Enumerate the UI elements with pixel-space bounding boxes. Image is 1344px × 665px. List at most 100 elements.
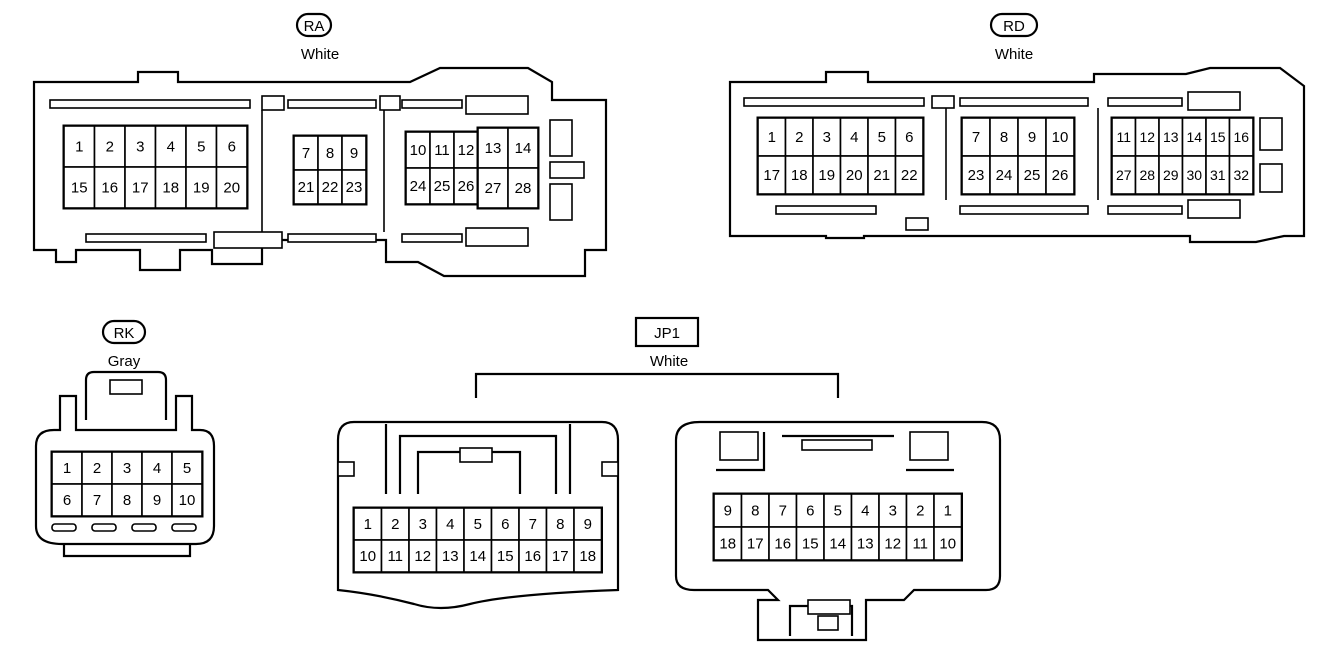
jp1-right-pin-label: 14	[829, 536, 846, 553]
rd-pin-cell	[894, 155, 924, 195]
jp1-left-pin-cell	[380, 539, 410, 573]
rk-pin-label: 9	[153, 492, 161, 509]
jp1-left-pin-label: 1	[364, 516, 372, 533]
jp1-left-pin-label: 10	[359, 548, 376, 565]
jp1-left-pin-cell	[353, 539, 383, 573]
rd-pin-cell	[1045, 155, 1075, 195]
rk-pin-cell	[81, 483, 113, 517]
jp1-right-pin-cell	[905, 526, 935, 561]
ra-pin-cell	[429, 131, 455, 169]
ra-pin-cell	[93, 166, 126, 209]
ra-pin-cell	[429, 167, 455, 205]
jp1-left-pin-label: 14	[469, 548, 486, 565]
rd-pin-label: 13	[1163, 129, 1179, 145]
rd-pin-cell	[894, 117, 924, 157]
rd-pin-cell	[1228, 155, 1254, 195]
ra-pin-label: 5	[197, 139, 205, 156]
ra-pin-cell	[63, 166, 96, 209]
ra-pin-label: 4	[167, 139, 175, 156]
ra-pin-label: 22	[322, 179, 339, 196]
rd-pin-label: 24	[996, 167, 1013, 184]
jp1-right-pin-label: 9	[724, 503, 732, 520]
ra-pin-cell	[124, 166, 157, 209]
ra-pin-label: 21	[298, 179, 315, 196]
rd-pin-label: 30	[1186, 167, 1202, 183]
jp1-right-pin-label: 17	[747, 536, 764, 553]
ra-pin-cell	[215, 166, 248, 209]
rd-pin-label: 2	[795, 129, 803, 146]
jp1-left-pin-cell	[463, 539, 493, 573]
jp1-left-pin-cell	[573, 507, 603, 541]
rd-pin-label: 23	[968, 167, 985, 184]
jp1-right-pin-label: 7	[779, 503, 787, 520]
rd-pin-label: 7	[972, 129, 980, 146]
jp1-left-pin-label: 8	[556, 516, 564, 533]
rk-pin-cell	[141, 483, 173, 517]
rd-pin-label: 11	[1116, 129, 1131, 145]
rk-pin-label: 10	[179, 492, 196, 509]
ra-pin-label: 7	[302, 145, 310, 162]
rd-pin-label: 16	[1233, 129, 1249, 145]
ra-pin-label: 6	[228, 139, 236, 156]
jp1-left-pin-label: 12	[414, 548, 431, 565]
rd-pin-cell	[867, 155, 897, 195]
jp1-left-pin-label: 5	[474, 516, 482, 533]
ra-pin-cell	[154, 166, 187, 209]
rd-pin-label: 3	[823, 129, 831, 146]
jp1-left-pin-label: 3	[419, 516, 427, 533]
rd-pin-label: 14	[1186, 129, 1202, 145]
rd-pin-label: 5	[878, 129, 886, 146]
rk-pin-cell	[171, 451, 203, 485]
rk-pin-label: 3	[123, 460, 131, 477]
jp1-left-pin-cell	[408, 539, 438, 573]
jp1-color-label: White	[650, 353, 688, 370]
rk-pin-label: 8	[123, 492, 131, 509]
ra-pin-cell	[453, 167, 479, 205]
ra-pin-label: 9	[350, 145, 358, 162]
ra-pin-cell	[453, 131, 479, 169]
ra-pin-label: 24	[410, 178, 427, 195]
rk-pin-label: 1	[63, 460, 71, 477]
ra-color-label: White	[301, 46, 339, 63]
jp1-right-pin-label: 15	[802, 536, 819, 553]
jp1-right-pin-cell	[740, 526, 770, 561]
rd-pin-cell	[989, 155, 1019, 195]
rd-pin-label: 4	[850, 129, 858, 146]
rd-pin-label: 22	[901, 167, 918, 184]
ra-pin-cell	[215, 125, 248, 168]
rd-pin-label: 9	[1028, 129, 1036, 146]
rk-pin-label: 7	[93, 492, 101, 509]
ra-pin-cell	[185, 166, 218, 209]
jp1-right-pin-cell	[933, 526, 963, 561]
jp1-left-pin-label: 11	[387, 548, 403, 565]
rd-pin-label: 21	[873, 167, 890, 184]
ra-pin-label: 11	[434, 142, 450, 159]
ra-pin-cell	[341, 169, 367, 205]
ra-pin-label: 26	[458, 178, 475, 195]
rd-pin-label: 12	[1139, 129, 1155, 145]
rd-pin-label: 27	[1116, 167, 1132, 183]
ra-pin-label: 19	[193, 180, 210, 197]
ra-pin-label: 18	[162, 180, 179, 197]
jp1-left-pin-cell	[518, 539, 548, 573]
rd-pin-cell	[784, 117, 814, 157]
jp1-code-label: JP1	[654, 325, 680, 342]
rk-pin-cell	[51, 451, 83, 485]
rd-pin-label: 15	[1210, 129, 1226, 145]
rd-pin-label: 10	[1052, 129, 1069, 146]
ra-pin-cell	[477, 167, 509, 209]
jp1-right-pin-label: 3	[889, 503, 897, 520]
ra-pin-label: 15	[71, 180, 88, 197]
jp1-left-pin-label: 7	[529, 516, 537, 533]
rk-pin-label: 6	[63, 492, 71, 509]
jp1-left-pin-label: 13	[442, 548, 459, 565]
jp1-right-pin-label: 10	[939, 536, 956, 553]
rd-color-label: White	[995, 46, 1033, 63]
